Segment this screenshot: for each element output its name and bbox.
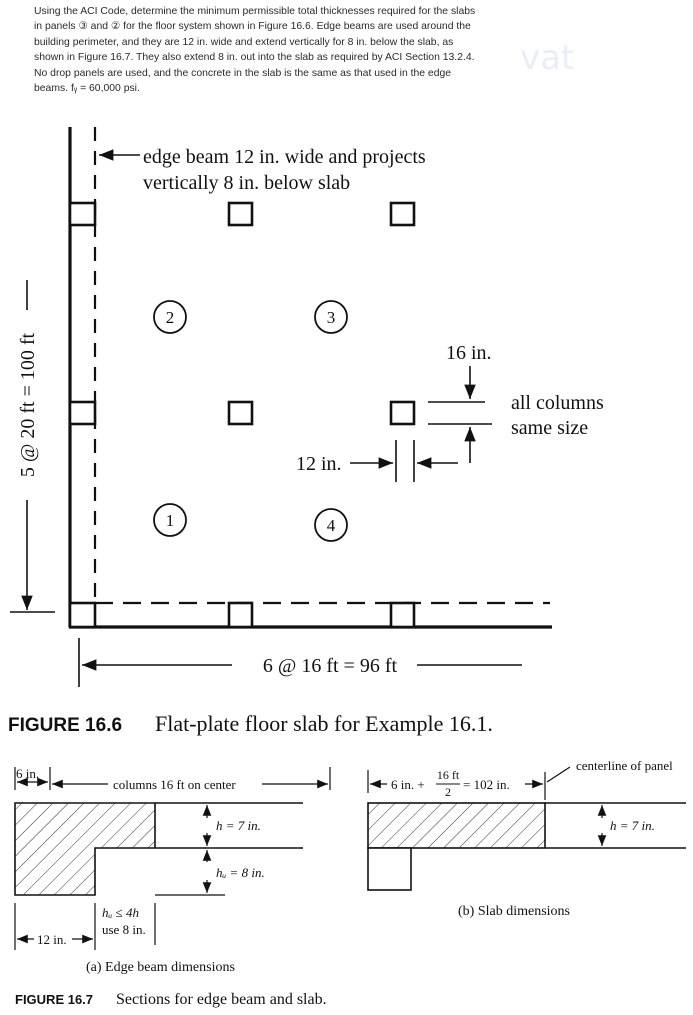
panel-circle-2 <box>153 300 187 334</box>
panel-label-4: 4 <box>327 516 336 535</box>
column-width-label: 12 in. <box>296 453 342 475</box>
edge-beam-stub <box>367 847 412 891</box>
vertical-dimension-label: 5 @ 20 ft = 100 ft <box>17 332 39 477</box>
centerline-leader <box>546 766 571 783</box>
centerline-label: centerline of panel <box>576 758 673 773</box>
figure-16-7b-section <box>367 766 686 891</box>
column <box>68 201 97 227</box>
dim-a-hw-rule-2: use 8 in. <box>102 922 146 937</box>
figure-16-7a-caption: (a) Edge beam dimensions <box>86 960 235 975</box>
panel-circle-4 <box>314 508 348 542</box>
dim-b-fraction-den: 2 <box>445 785 451 799</box>
problem-line: beams. fᵧ = 60,000 psi. <box>34 83 140 95</box>
problem-line: Using the ACI Code, determine the minimu… <box>34 6 476 17</box>
edge-beam-note-line1: edge beam 12 in. wide and projects <box>143 146 426 168</box>
column <box>68 400 97 426</box>
problem-line: in panels ③ and ② for the floor system s… <box>34 21 471 33</box>
dim-a-12in-label: 12 in. <box>37 932 67 947</box>
panel-circle-1 <box>153 503 187 537</box>
problem-line: building perimeter, and they are 12 in. … <box>34 36 454 48</box>
dim-a-hw-label: hᵤ = 8 in. <box>216 865 265 880</box>
dim-b-fraction-num: 16 ft <box>437 768 460 782</box>
panel-label-1: 1 <box>166 511 175 530</box>
horizontal-dimension-label: 6 @ 16 ft = 96 ft <box>263 655 398 677</box>
dim-b-prefix: 6 in. + <box>391 777 425 792</box>
column <box>227 201 254 227</box>
watermark-text: vat <box>520 38 575 78</box>
dim-a-columns-label: columns 16 ft on center <box>113 777 236 792</box>
column <box>389 201 416 227</box>
figure-16-6-label: FIGURE 16.6 <box>8 715 122 736</box>
figure-16-7-label: FIGURE 16.7 <box>15 992 93 1007</box>
problem-statement: Using the ACI Code, determine the minimu… <box>34 4 524 96</box>
column <box>227 601 254 629</box>
figure-16-6-plan <box>10 127 552 687</box>
columns-note-line1: all columns <box>511 392 604 414</box>
dim-a-6in-label: 6 in. <box>16 766 39 781</box>
figure-16-7b-caption: (b) Slab dimensions <box>458 904 570 919</box>
problem-line: shown in Figure 16.7. They also extend 8… <box>34 52 475 64</box>
panel-circle-3 <box>314 300 348 334</box>
panel-label-2: 2 <box>166 308 175 327</box>
column <box>389 400 416 426</box>
column-depth-label: 16 in. <box>446 342 492 364</box>
figure-16-7-caption: Sections for edge beam and slab. <box>116 991 327 1008</box>
dim-b-h-label: h = 7 in. <box>610 818 655 833</box>
figure-16-6-caption: Flat-plate floor slab for Example 16.1. <box>155 711 493 736</box>
column <box>227 400 254 426</box>
dim-a-hw-rule-1: hᵤ ≤ 4h <box>102 905 139 920</box>
edge-beam-hatched-section <box>14 802 156 896</box>
dim-b-result: = 102 in. <box>463 777 510 792</box>
figure-16-7a-section <box>14 767 331 950</box>
columns-note-line2: same size <box>511 417 588 439</box>
slab-hatched-section <box>367 802 546 849</box>
column <box>389 601 416 629</box>
problem-line: No drop panels are used, and the concret… <box>34 67 452 79</box>
panel-label-3: 3 <box>327 308 336 327</box>
column <box>68 601 97 629</box>
edge-beam-note-line2: vertically 8 in. below slab <box>143 172 350 194</box>
dim-a-h-label: h = 7 in. <box>216 818 261 833</box>
